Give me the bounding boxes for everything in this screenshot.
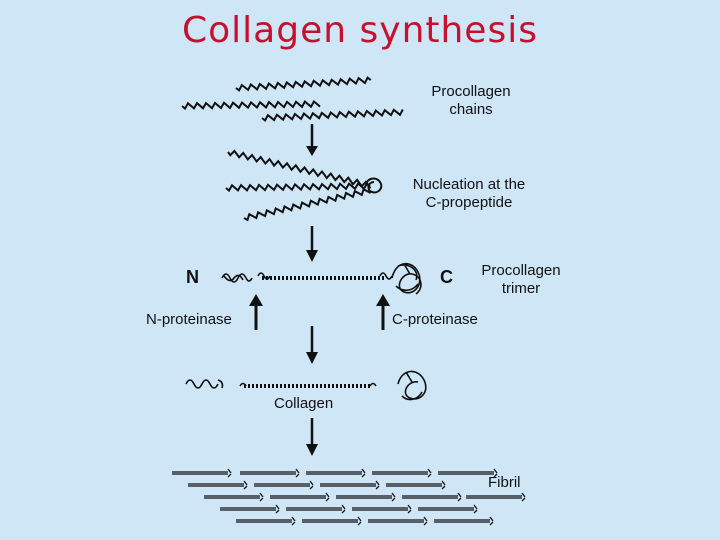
c-proteinase-arrow-head: [376, 294, 390, 306]
fibril-molecule: [320, 480, 380, 490]
n-terminus-label: N: [186, 267, 199, 287]
procollagen-chain: [261, 108, 404, 123]
fibril-molecule: [372, 468, 432, 478]
fibril-molecule: [172, 468, 232, 478]
nucleation-line2: C-propeptide: [425, 194, 513, 211]
procollagen-chains-label: Procollagen chains: [418, 83, 524, 119]
c-terminus-label: C: [440, 267, 453, 287]
collagen-label: Collagen: [274, 395, 334, 412]
fibril-molecule: [386, 480, 446, 490]
procollagen-chains-line1: Procollagen: [431, 83, 511, 100]
fibril-molecule: [466, 492, 526, 502]
released-n-propeptide: [185, 379, 224, 389]
released-c-propeptide: [397, 370, 427, 401]
procollagen-chain: [235, 76, 372, 92]
down-arrow-4-head: [306, 444, 318, 456]
n-propeptide: [221, 273, 253, 283]
fibril-molecule: [204, 492, 264, 502]
fibril-molecule: [336, 492, 396, 502]
proteinase-arrows: [249, 294, 390, 330]
c-propeptide-knot: [365, 177, 383, 194]
n-proteinase-label: N-proteinase: [146, 311, 232, 328]
fibril-array: [172, 468, 526, 526]
fibril-molecule: [418, 504, 478, 514]
fibril-molecule: [352, 504, 412, 514]
slide-title: Collagen synthesis: [182, 10, 538, 51]
procollagen-trimer: [221, 262, 422, 295]
fibril-molecule: [438, 468, 498, 478]
nucleating-chain: [225, 181, 371, 193]
nucleating-chain: [227, 149, 372, 189]
fibril-molecule: [434, 516, 494, 526]
procollagen-chains-line2: chains: [449, 101, 493, 118]
fibril-molecule: [302, 516, 362, 526]
c-propeptide: [391, 262, 422, 295]
nucleation-label: Nucleation at the C-propeptide: [394, 176, 544, 212]
procollagen-trimer-line1: Procollagen: [481, 262, 561, 279]
nucleating-chain: [243, 187, 372, 222]
procollagen-trimer-line2: trimer: [501, 280, 541, 297]
fibril-molecule: [188, 480, 248, 490]
nucleation-line1: Nucleation at the: [412, 176, 526, 193]
fibril-molecule: [368, 516, 428, 526]
down-arrow-1-head: [306, 146, 318, 156]
fibril-molecule: [270, 492, 330, 502]
down-arrow-2-head: [306, 250, 318, 262]
down-arrow-3-head: [306, 352, 318, 364]
n-proteinase-arrow-head: [249, 294, 263, 306]
collagen-molecule: [185, 370, 427, 401]
fibril-molecule: [306, 468, 366, 478]
fibril-molecule: [220, 504, 280, 514]
fibril-molecule: [254, 480, 314, 490]
nucleation-chains: [225, 149, 383, 222]
procollagen-chain: [181, 99, 321, 111]
fibril-molecule: [240, 468, 300, 478]
fibril-molecule: [286, 504, 346, 514]
fibril-molecule: [402, 492, 462, 502]
procollagen-chains: [181, 76, 404, 123]
c-proteinase-label: C-proteinase: [392, 311, 478, 328]
fibril-molecule: [236, 516, 296, 526]
procollagen-trimer-label: Procollagen trimer: [468, 262, 574, 298]
fibril-label: Fibril: [488, 474, 521, 491]
process-arrows: [306, 124, 318, 456]
